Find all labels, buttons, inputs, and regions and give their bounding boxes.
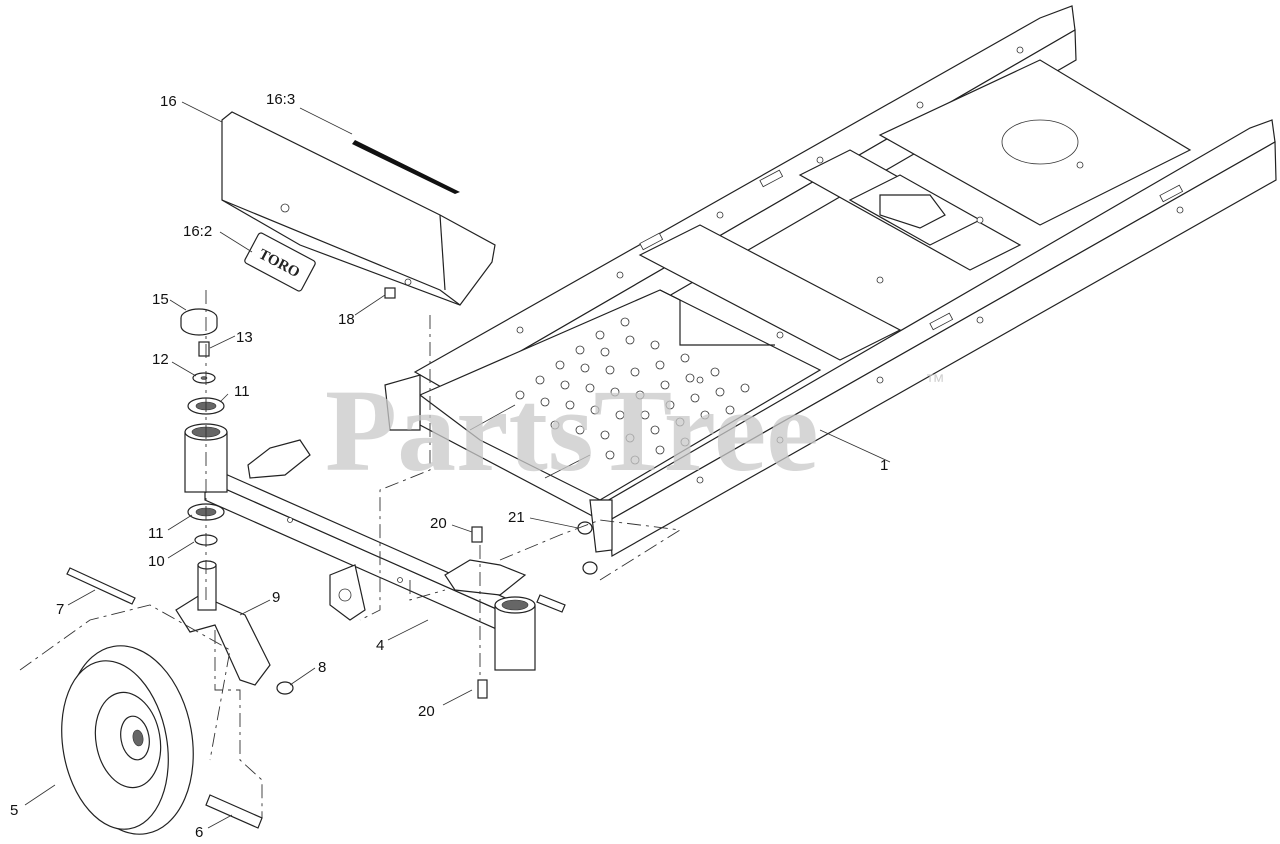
- callout-18: 18: [338, 311, 355, 328]
- callout-21: 21: [508, 509, 525, 526]
- callout-6: 6: [195, 824, 203, 841]
- callout-1: 1: [880, 457, 888, 474]
- callout-4: 4: [376, 637, 384, 654]
- callout-7: 7: [56, 601, 64, 618]
- callout-10: 10: [148, 553, 165, 570]
- callout-11-upper: 11: [234, 383, 250, 400]
- front-axle: [184, 423, 536, 671]
- callout-9: 9: [272, 589, 280, 606]
- callout-20-lower: 20: [418, 703, 435, 720]
- callout-16-3: 16:3: [266, 91, 295, 108]
- foot-plate-dimples: [515, 317, 750, 465]
- callout-5: 5: [10, 802, 18, 819]
- toro-badge: TORO: [244, 232, 316, 292]
- main-frame: [384, 5, 1277, 557]
- callout-16: 16: [160, 93, 177, 110]
- leader-lines: [24, 101, 891, 829]
- trademark-symbol: ™: [925, 371, 945, 393]
- front-cover: TORO: [221, 111, 496, 306]
- caster-wheel: [61, 645, 194, 835]
- callout-12: 12: [152, 351, 169, 368]
- callout-15: 15: [152, 291, 169, 308]
- assembly-lines: [19, 290, 682, 818]
- callout-16-2: 16:2: [183, 223, 212, 240]
- callout-13: 13: [236, 329, 253, 346]
- callout-8: 8: [318, 659, 326, 676]
- parts-tree-watermark: PartsTree: [325, 365, 819, 496]
- callout-11-lower: 11: [148, 525, 164, 542]
- decal-stripe: [352, 140, 460, 194]
- callout-labels: 1 4 5 6 7 8 9 10 11 11 12 13 15 16 16:2 …: [10, 91, 888, 841]
- callout-20-upper: 20: [430, 515, 447, 532]
- hardware: [66, 287, 598, 829]
